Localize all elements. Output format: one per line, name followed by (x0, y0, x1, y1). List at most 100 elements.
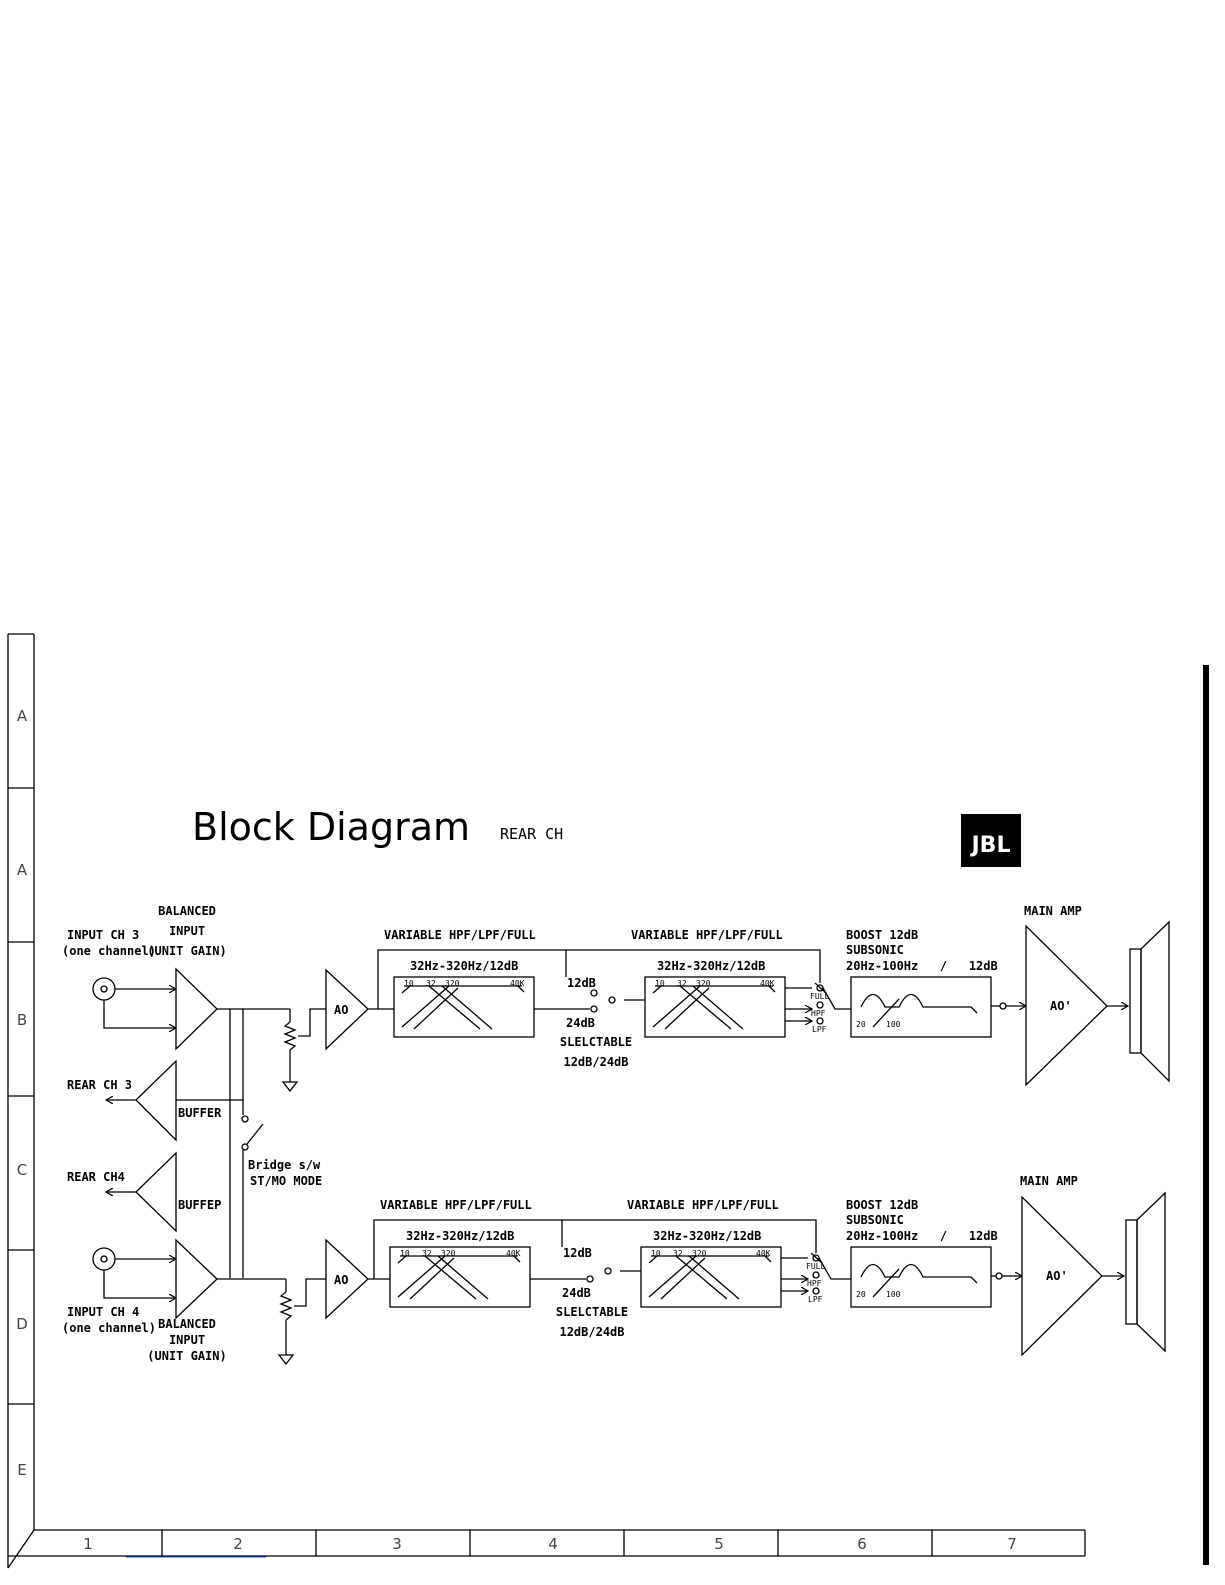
bridge-switch: Bridge s/w ST/MO MODE (241, 1100, 322, 1278)
svg-text:32: 32 (426, 979, 436, 988)
svg-text:40K: 40K (506, 1249, 521, 1258)
row-label: C (17, 1161, 27, 1179)
svg-text:320: 320 (441, 1249, 456, 1258)
row-label: A (17, 707, 28, 725)
mode-selector-switch: FULL HPF LPF (810, 982, 829, 1034)
channel-3: INPUT CH 3 (one channel) BALANCED INPUT … (62, 904, 1170, 1278)
filter2-title: VARIABLE HPF/LPF/FULL (627, 1198, 779, 1212)
svg-text:40K: 40K (756, 1249, 771, 1258)
balanced-label: (UNIT GAIN) (147, 1349, 226, 1363)
input-label-sub: (one channel) (62, 944, 156, 958)
filter2-box: 10 32 320 40K (640, 1246, 782, 1308)
svg-text:LPF: LPF (808, 1295, 823, 1304)
svg-text:100: 100 (886, 1290, 901, 1299)
column-label: 3 (392, 1535, 402, 1553)
svg-text:20: 20 (856, 1020, 866, 1029)
selectable-label: SLELCTABLE (556, 1305, 628, 1319)
selector-24db: 24dB (562, 1286, 591, 1300)
page-subtitle: REAR CH (500, 825, 563, 843)
boost-subsonic-box: 20 100 (850, 976, 992, 1038)
boost-label: BOOST 12dB (846, 1198, 918, 1212)
page-title: Block Diagram (192, 805, 470, 849)
rear-output-label: REAR CH 3 (67, 1078, 132, 1092)
svg-text:320: 320 (445, 979, 460, 988)
selector-24db: 24dB (566, 1016, 595, 1030)
ao-label: AO (334, 1273, 348, 1287)
input-jack-icon (92, 1247, 116, 1271)
svg-text:10: 10 (655, 979, 665, 988)
main-amp (1021, 1195, 1103, 1357)
main-amp-label: MAIN AMP (1020, 1174, 1078, 1188)
svg-text:FULL: FULL (810, 992, 829, 1001)
svg-text:100: 100 (886, 1020, 901, 1029)
input-label-sub: (one channel) (62, 1321, 156, 1335)
input-label: INPUT CH 4 (67, 1305, 139, 1319)
drawing-border (7, 633, 1209, 1569)
row-label: A (17, 861, 28, 879)
volume-pot-icon (281, 1009, 299, 1093)
filter2-range: 32Hz-320Hz/12dB (653, 1229, 761, 1243)
filter1-range: 32Hz-320Hz/12dB (410, 959, 518, 973)
svg-text:32: 32 (677, 979, 687, 988)
column-label: 1 (83, 1535, 93, 1553)
column-label: 6 (857, 1535, 867, 1553)
svg-text:40K: 40K (760, 979, 775, 988)
input-label: INPUT CH 3 (67, 928, 139, 942)
svg-text:10: 10 (404, 979, 414, 988)
boost-label: SUBSONIC (846, 943, 904, 957)
filter1-box: 10 32 320 40K (389, 1246, 531, 1308)
buffer-label: BUFFER (178, 1106, 222, 1120)
balanced-label: INPUT (169, 924, 205, 938)
filter2-box: 10 32 320 40K (644, 976, 786, 1038)
filter1-title: VARIABLE HPF/LPF/FULL (384, 928, 536, 942)
speaker-icon (1125, 1191, 1166, 1353)
bridge-label: Bridge s/w (248, 1158, 321, 1172)
row-label: E (17, 1461, 26, 1479)
mode-selector-switch: FULL HPF LPF (806, 1252, 825, 1304)
row-label: B (17, 1011, 27, 1029)
volume-pot-icon (277, 1279, 295, 1366)
boost-label: SUBSONIC (846, 1213, 904, 1227)
balanced-input-amp (175, 1238, 218, 1320)
svg-text:320: 320 (692, 1249, 707, 1258)
speaker-icon (1129, 920, 1170, 1083)
main-amp-label: MAIN AMP (1024, 904, 1082, 918)
balanced-label: BALANCED (158, 904, 216, 918)
row-label: D (16, 1315, 28, 1333)
filter2-range: 32Hz-320Hz/12dB (657, 959, 765, 973)
balanced-label: (UNIT GAIN) (147, 944, 226, 958)
filter1-title: VARIABLE HPF/LPF/FULL (380, 1198, 532, 1212)
balanced-label: BALANCED (158, 1317, 216, 1331)
ao-amp (325, 968, 369, 1051)
boost-subsonic-box: 20 100 (850, 1246, 992, 1308)
svg-text:HPF: HPF (807, 1279, 822, 1288)
channel-4: REAR CH4 BUFFEP INPUT CH 4 (one channel)… (62, 1151, 1166, 1366)
selectable-label: SLELCTABLE (560, 1035, 632, 1049)
ao-amp (325, 1238, 369, 1320)
main-amp-out-label: AO' (1050, 999, 1072, 1013)
bridge-label: ST/MO MODE (250, 1174, 322, 1188)
svg-text:40K: 40K (510, 979, 525, 988)
svg-text:JBL: JBL (970, 833, 1011, 858)
svg-text:10: 10 (651, 1249, 661, 1258)
balanced-input-amp (175, 967, 218, 1051)
svg-text:FULL: FULL (806, 1262, 825, 1271)
row-labels: A A B C D E (16, 707, 28, 1479)
column-label: 7 (1007, 1535, 1017, 1553)
buffer-amp (135, 1151, 177, 1233)
balanced-label: INPUT (169, 1333, 205, 1347)
column-label: 5 (714, 1535, 724, 1553)
column-labels: 1 2 3 4 5 6 7 (83, 1535, 1017, 1553)
boost-label: 20Hz-100Hz / 12dB (846, 1229, 998, 1243)
main-amp-out-label: AO' (1046, 1269, 1068, 1283)
selectable-label: 12dB/24dB (559, 1325, 624, 1339)
svg-text:320: 320 (696, 979, 711, 988)
svg-text:20: 20 (856, 1290, 866, 1299)
column-label: 2 (233, 1535, 243, 1553)
buffer-amp (135, 1059, 177, 1142)
filter2-title: VARIABLE HPF/LPF/FULL (631, 928, 783, 942)
svg-text:HPF: HPF (811, 1009, 826, 1018)
buffer-label: BUFFEP (178, 1198, 221, 1212)
selector-12db: 12dB (567, 976, 596, 990)
